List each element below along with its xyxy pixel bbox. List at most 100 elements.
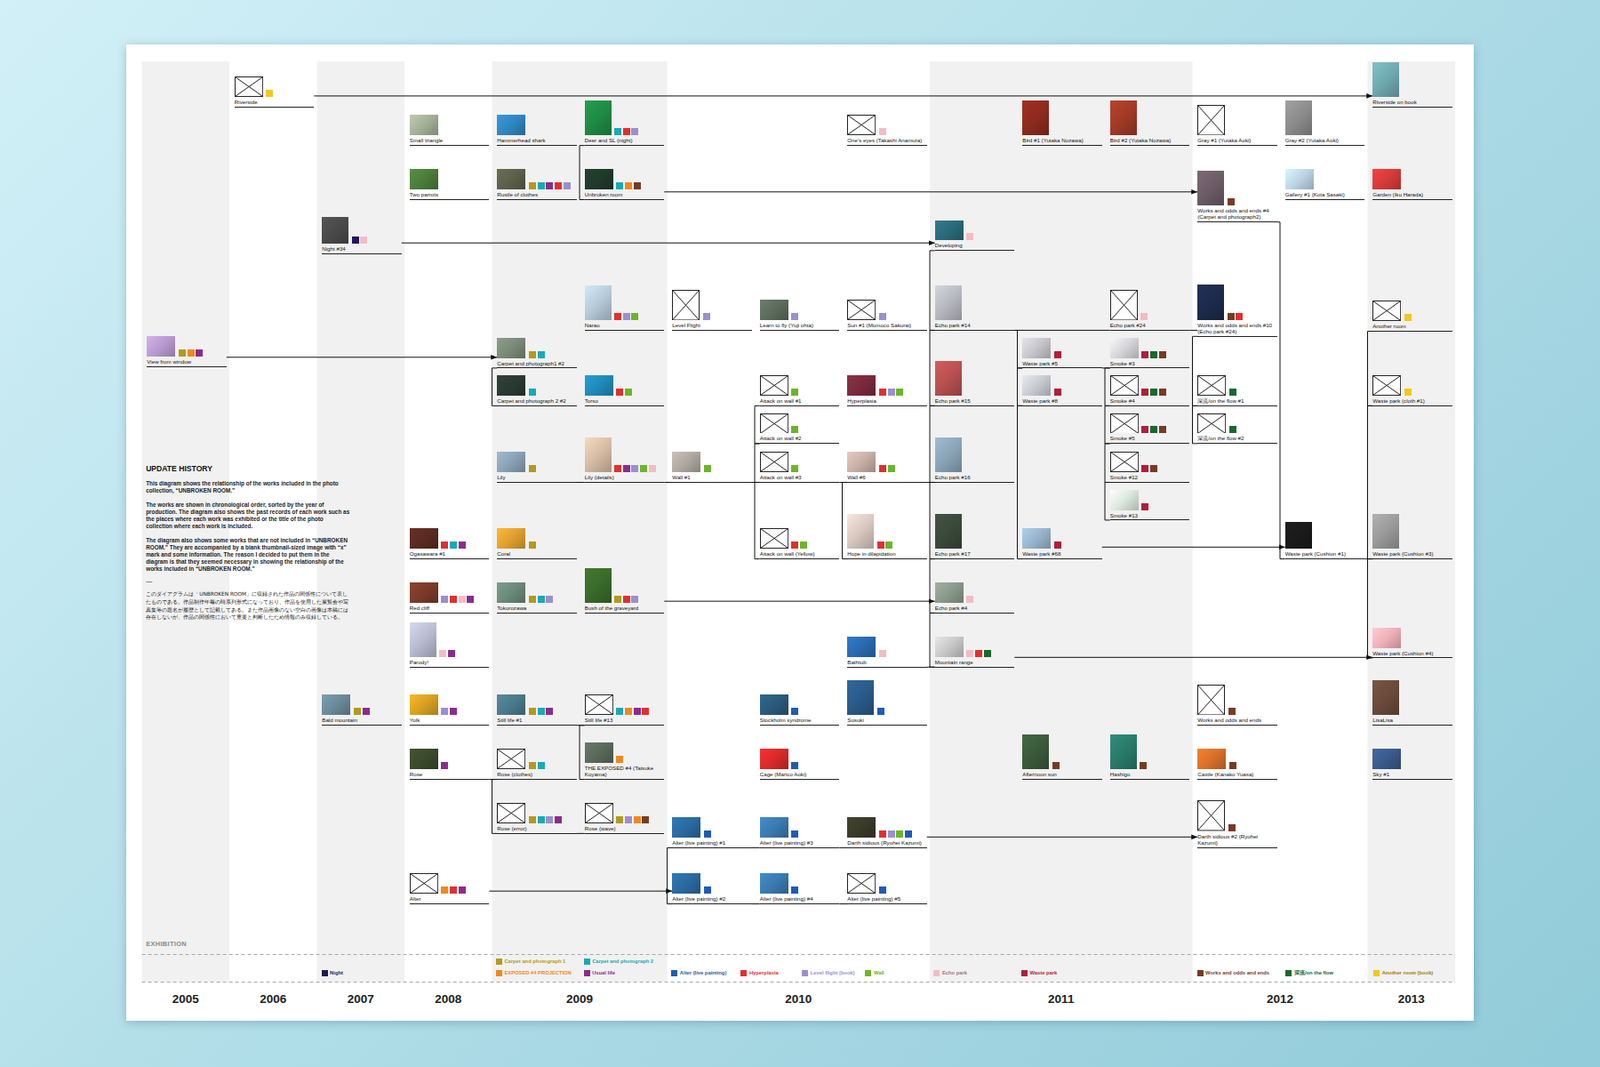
exhibition-swatch: [528, 351, 536, 359]
legend-text: Alter (live painting): [680, 969, 728, 976]
exhibition-swatch: [791, 464, 799, 472]
work-node: Gallery #1 (Kota Sasaki): [1285, 168, 1366, 200]
photo-thumbnail: [847, 375, 876, 396]
connector: [752, 903, 760, 904]
exhibition-swatch: [439, 649, 447, 657]
thumbnail-row: [1022, 100, 1103, 136]
work-node: Carpet and photograph1 #2: [496, 337, 577, 369]
legend-swatch: [496, 969, 503, 976]
work-node: Smoke #13: [1110, 489, 1191, 521]
photo-thumbnail: [847, 513, 874, 549]
photo-thumbnail: [1285, 100, 1312, 136]
work-title: Echo park #17: [935, 550, 1016, 560]
exhibition-swatch: [896, 388, 904, 396]
x-stroke: [1110, 289, 1137, 320]
year-band: [492, 61, 668, 982]
connector: [1014, 329, 1110, 331]
legend-swatch: [933, 969, 940, 976]
photo-thumbnail: [935, 360, 962, 396]
connector: [1102, 546, 1286, 548]
work-node: Smoke #4: [1110, 375, 1191, 407]
blank-thumbnail: [1110, 375, 1139, 396]
thumbnail-row: [409, 694, 490, 715]
x-mark: [1197, 104, 1225, 136]
exhibition-swatch: [791, 830, 799, 838]
photo-thumbnail: [847, 636, 876, 657]
japanese-note: このダイアグラムは「UNBROKEN ROOM」に収録された作品の関係性について…: [145, 590, 351, 621]
thumbnail-row: [847, 680, 928, 715]
x-stroke: [1198, 376, 1226, 396]
work-node: Red cliff: [409, 582, 490, 614]
blank-thumbnail: [847, 299, 876, 320]
x-stroke: [1198, 104, 1225, 135]
work-title: Unbroken room: [584, 191, 665, 200]
exhibition-swatch: [633, 707, 641, 715]
exhibition-swatch: [545, 182, 553, 190]
x-stroke: [760, 413, 788, 433]
work-title: Attack on wall #1: [760, 397, 840, 407]
work-node: Castle (Kanako Yuasa): [1197, 748, 1278, 780]
connector: [664, 191, 1198, 192]
x-stroke: [1110, 376, 1138, 396]
year-band: [929, 61, 1193, 982]
exhibition-swatch: [440, 595, 448, 603]
x-mark: [1197, 684, 1225, 715]
thumbnail-row: [672, 451, 752, 472]
thumbnail-row: [146, 336, 227, 357]
x-frame: [1373, 301, 1401, 321]
x-frame: [848, 115, 876, 136]
exhibition-swatch: [1052, 761, 1060, 769]
work-title: 深流/on the flow #1: [1197, 397, 1278, 407]
legend-swatch: [801, 969, 808, 976]
thumbnail-row: [584, 168, 665, 190]
blank-thumbnail: [1110, 289, 1138, 320]
x-stroke: [848, 873, 876, 894]
thumbnail-row: [584, 437, 665, 472]
work-node: Cage (Marico Aoki): [760, 748, 840, 780]
x-stroke: [1198, 800, 1225, 831]
separator: —: [145, 577, 351, 585]
thumbnail-row: [847, 375, 928, 396]
connector: [488, 890, 672, 892]
x-stroke: [1373, 376, 1401, 396]
x-stroke: [848, 300, 876, 320]
exhibition-swatch: [896, 830, 904, 838]
thumbnail-row: [496, 168, 577, 190]
x-mark: [760, 451, 789, 472]
work-title: Hammerhead shark: [496, 136, 577, 146]
exhibition-swatch: [466, 595, 474, 603]
x-stroke: [1373, 301, 1401, 321]
exhibition-swatch: [1141, 425, 1149, 433]
work-node: Susuki: [847, 680, 928, 726]
thumbnail-row: [1110, 489, 1191, 511]
work-node: Carpet and photograph 2 #2: [496, 375, 577, 407]
x-mark: [672, 289, 700, 320]
exhibition-swatch: [703, 312, 711, 320]
work-node: Waste park #68: [1022, 528, 1103, 560]
photo-thumbnail: [321, 216, 349, 244]
thumbnail-row: [1197, 748, 1278, 769]
connector: [752, 847, 760, 848]
work-title: Smoke #13: [1110, 512, 1191, 521]
x-frame: [1198, 104, 1225, 135]
work-title: Echo park #24: [1110, 321, 1191, 331]
thumbnail-row: [496, 694, 577, 715]
photo-thumbnail: [584, 168, 614, 190]
blank-thumbnail: [760, 451, 789, 472]
exhibition-swatch: [187, 349, 195, 357]
exhibition-swatch: [975, 649, 983, 657]
x-frame: [1110, 413, 1138, 433]
x-stroke: [760, 452, 788, 472]
work-node: Waste park (Cushion #1): [1285, 521, 1366, 560]
exhibition-swatch: [800, 541, 808, 549]
legend-text: Carpet and photograph 1: [504, 958, 566, 965]
thumbnail-row: [1372, 748, 1453, 769]
thumbnail-row: [1197, 684, 1278, 715]
photo-thumbnail: [409, 622, 437, 657]
exhibition-swatch: [624, 182, 632, 190]
work-title: Parody!: [409, 658, 490, 668]
thumbnail-row: [1285, 100, 1366, 136]
photo-thumbnail: [1022, 528, 1051, 549]
exhibition-swatch: [537, 816, 545, 824]
